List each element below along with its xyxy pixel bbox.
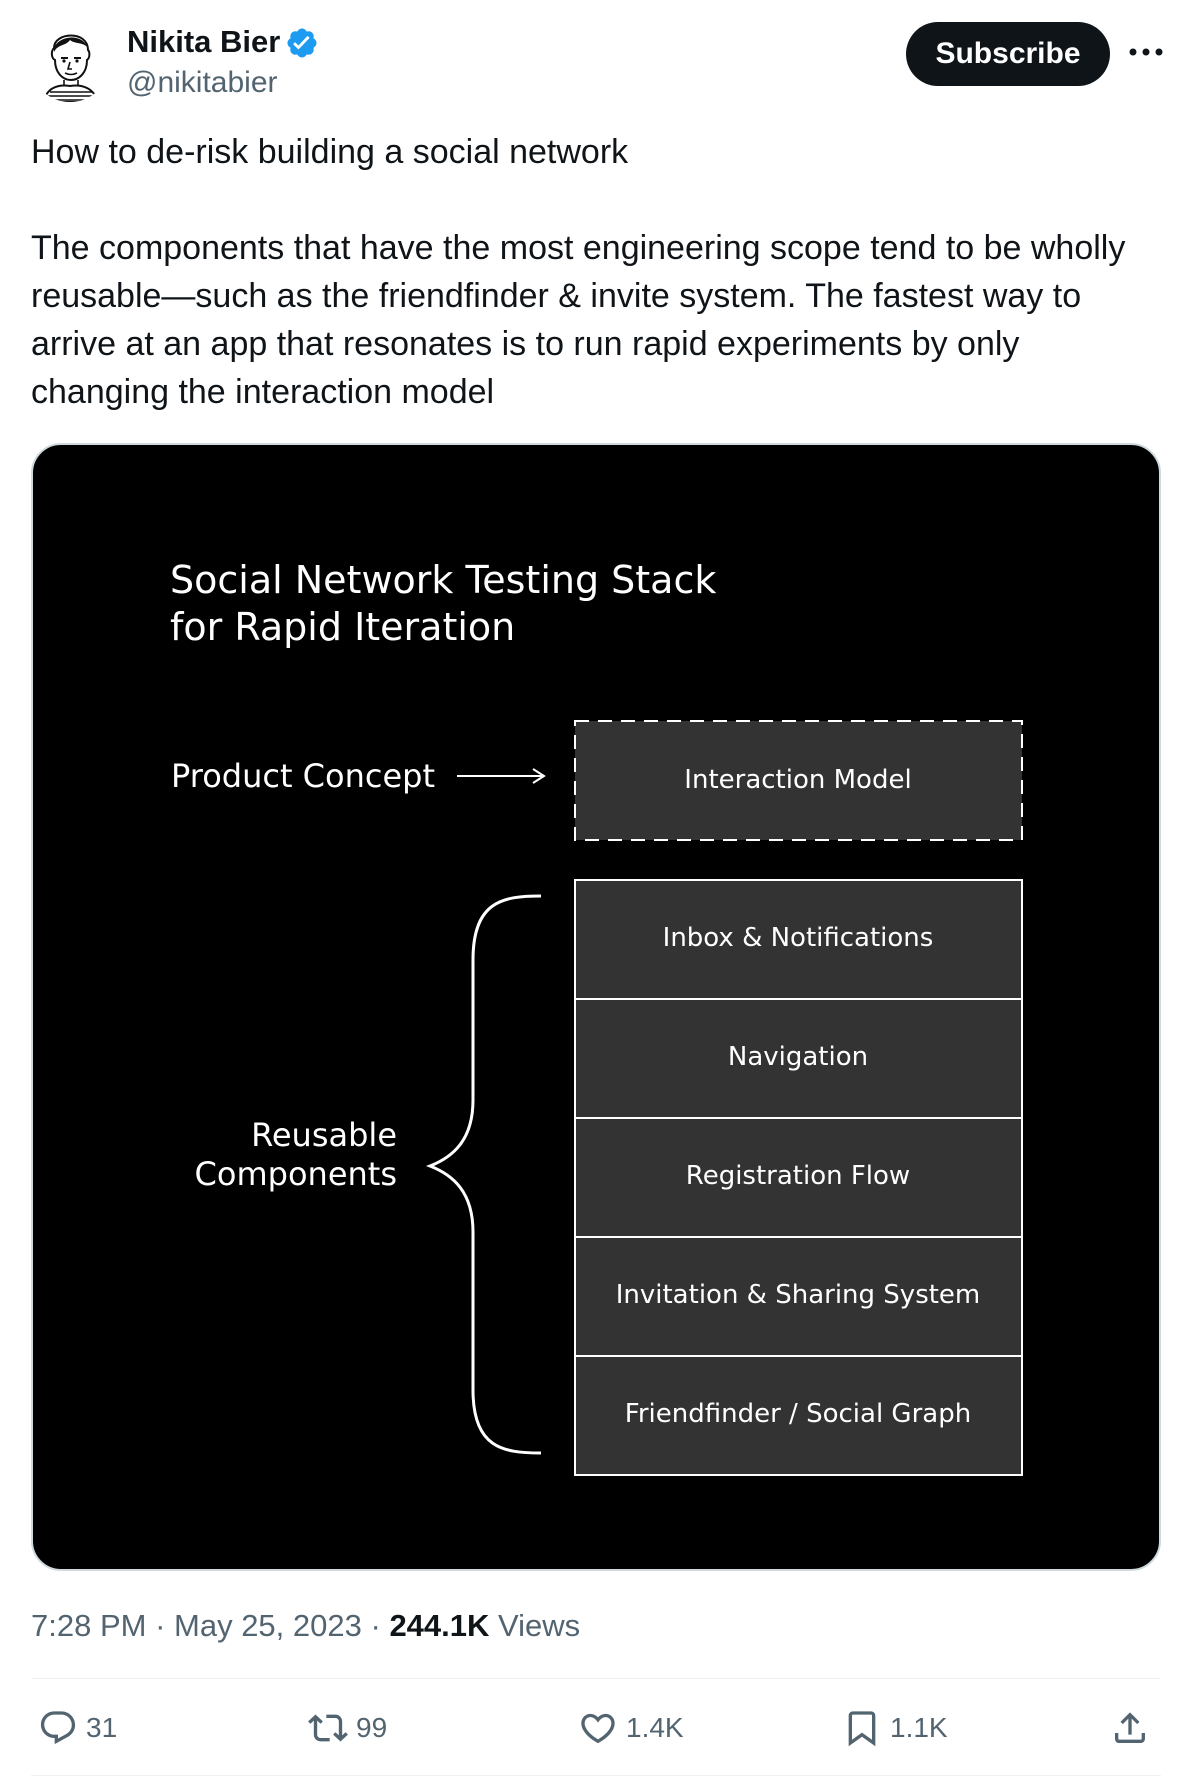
- product-concept-label: Product Concept: [171, 757, 435, 795]
- like-button[interactable]: 1.4K: [578, 1704, 684, 1752]
- interaction-model-box: Interaction Model: [574, 720, 1023, 841]
- avatar-sketch-icon: [30, 22, 110, 102]
- stack-box: Invitation & Sharing System: [574, 1236, 1023, 1357]
- author-handle[interactable]: @nikitabier: [127, 66, 278, 99]
- stack-item-label: Inbox & Notifications: [663, 923, 934, 953]
- tweet-date[interactable]: May 25, 2023: [174, 1608, 362, 1643]
- views-count: 244.1K: [389, 1608, 490, 1643]
- arrow-right-icon: [457, 768, 546, 784]
- tweet-time[interactable]: 7:28 PM: [31, 1608, 147, 1643]
- stack-box: Friendfinder / Social Graph: [574, 1355, 1023, 1476]
- bookmark-count: 1.1K: [890, 1712, 948, 1743]
- repost-icon: [308, 1714, 348, 1742]
- stack-item-label: Friendfinder / Social Graph: [625, 1399, 971, 1429]
- testing-stack-diagram: Social Network Testing Stack for Rapid I…: [170, 558, 1023, 1476]
- tweet-text-line: changing the interaction model: [31, 373, 495, 411]
- stack-box: Inbox & Notifications: [574, 879, 1023, 1000]
- reply-button[interactable]: 31: [38, 1704, 117, 1752]
- tweet-text-line: arrive at an app that resonates is to ru…: [31, 325, 1020, 363]
- tweet-text-line: How to de-risk building a social network: [31, 133, 629, 171]
- reusable-label-line1: Reusable: [251, 1116, 397, 1154]
- tweet-meta: 7:28 PM · May 25, 2023 · 244.1K Views: [31, 1606, 580, 1646]
- divider: [31, 1775, 1161, 1776]
- subscribe-button[interactable]: Subscribe: [906, 22, 1110, 86]
- stack-item-label: Invitation & Sharing System: [616, 1280, 981, 1310]
- share-icon: [1115, 1712, 1145, 1743]
- stack-item-label: Registration Flow: [686, 1161, 910, 1191]
- reply-count: 31: [86, 1712, 118, 1743]
- interaction-model-label: Interaction Model: [684, 765, 911, 795]
- avatar[interactable]: [30, 22, 110, 102]
- divider: [31, 1678, 1161, 1679]
- share-button[interactable]: [1110, 1704, 1158, 1752]
- heart-icon: [581, 1713, 615, 1744]
- bookmark-icon: [848, 1711, 876, 1747]
- more-icon[interactable]: [1124, 30, 1168, 74]
- meta-separator: ·: [361, 1608, 390, 1643]
- stack-box: Navigation: [574, 998, 1023, 1119]
- verified-badge-icon[interactable]: [285, 26, 319, 60]
- repost-count: 99: [356, 1712, 388, 1743]
- stack-item-label: Navigation: [728, 1042, 868, 1072]
- reply-icon: [40, 1711, 76, 1745]
- author-name[interactable]: Nikita Bier: [127, 24, 281, 59]
- meta-separator: ·: [146, 1608, 175, 1643]
- stack-box: Registration Flow: [574, 1117, 1023, 1238]
- diagram-title-line2: for Rapid Iteration: [170, 605, 515, 649]
- tweet-text-line: The components that have the most engine…: [31, 229, 1126, 267]
- reusable-label-line2: Components: [195, 1155, 397, 1193]
- repost-button[interactable]: 99: [308, 1704, 387, 1752]
- views-label: Views: [498, 1608, 581, 1643]
- bookmark-button[interactable]: 1.1K: [842, 1704, 948, 1752]
- tweet-text-line: reusable—such as the friendfinder & invi…: [31, 277, 1082, 315]
- like-count: 1.4K: [626, 1712, 684, 1743]
- tweet-image[interactable]: Social Network Testing Stack for Rapid I…: [31, 443, 1161, 1571]
- curly-brace-icon: [425, 894, 542, 1455]
- diagram-title-line1: Social Network Testing Stack: [170, 558, 716, 602]
